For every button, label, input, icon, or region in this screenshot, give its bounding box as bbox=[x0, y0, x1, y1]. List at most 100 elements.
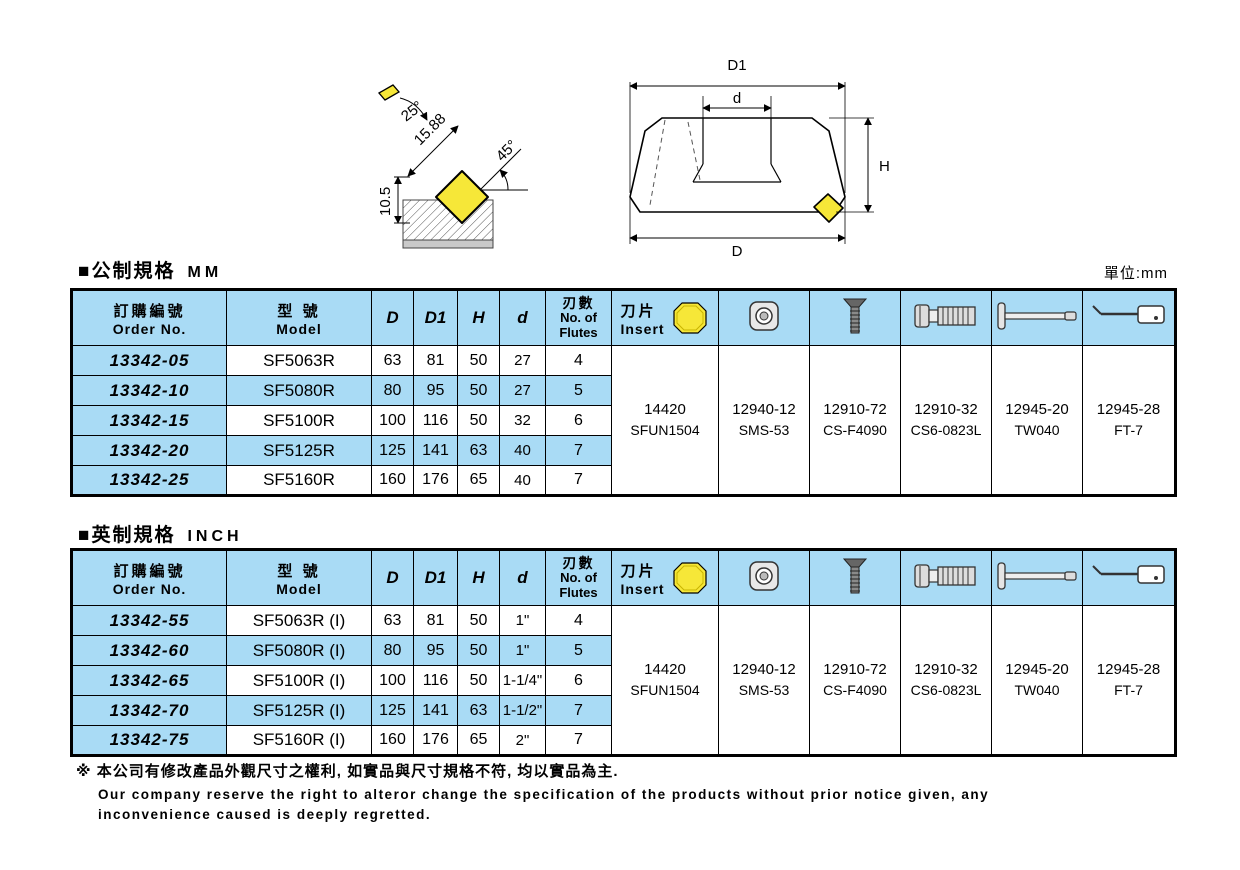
order-no-cell: 13342-75 bbox=[71, 725, 227, 756]
header-h: H bbox=[457, 289, 500, 346]
ds-cell: 27 bbox=[499, 375, 546, 406]
order-no-cell: 13342-05 bbox=[71, 345, 227, 376]
ds-cell: 1-1/4" bbox=[499, 665, 546, 696]
header-model-en: Model bbox=[276, 320, 322, 337]
insert-name: SFUN1504 bbox=[630, 421, 700, 438]
ds-cell: 2" bbox=[499, 725, 546, 756]
header-order-en: Order No. bbox=[112, 580, 187, 597]
header-driver-col bbox=[1082, 549, 1176, 606]
header-flutes: 刃數 No. of Flutes bbox=[545, 289, 612, 346]
d1-cell: 176 bbox=[413, 465, 458, 496]
flutes-cell: 4 bbox=[545, 605, 612, 636]
flutes-cell: 7 bbox=[545, 725, 612, 756]
insert-on-cutter bbox=[813, 193, 844, 223]
order-no-cell: 13342-60 bbox=[71, 635, 227, 666]
header-order-no: 訂購編號 Order No. bbox=[71, 289, 227, 346]
d-cell: 160 bbox=[371, 725, 414, 756]
flutes-cell: 5 bbox=[545, 375, 612, 406]
d1-cell: 95 bbox=[413, 635, 458, 666]
section-title-inch-zh: ■英制規格 bbox=[78, 525, 176, 546]
wrench-part-cell: 12945-20 TW040 bbox=[991, 605, 1083, 756]
wrench-code: 12945-20 bbox=[1005, 661, 1069, 679]
clamp-screw-code: 12910-32 bbox=[914, 661, 978, 679]
dim-h-label: H bbox=[879, 158, 890, 175]
insert-code: 14420 bbox=[644, 401, 686, 419]
flutes-cell: 7 bbox=[545, 695, 612, 726]
dim-d-big-label: D bbox=[732, 243, 743, 260]
screw-icon bbox=[842, 298, 868, 333]
header-model-zh: 型 號 bbox=[277, 302, 321, 320]
screw-part-cell: 12910-72 CS-F4090 bbox=[809, 345, 901, 496]
d1-cell: 116 bbox=[413, 665, 458, 696]
wrench-code: 12945-20 bbox=[1005, 401, 1069, 419]
ds-cell: 1" bbox=[499, 605, 546, 636]
h-cell: 65 bbox=[457, 465, 500, 496]
header-order-zh: 訂購編號 bbox=[113, 302, 186, 320]
section-title-inch-en: INCH bbox=[187, 528, 243, 545]
header-d: D bbox=[371, 549, 414, 606]
order-no-cell: 13342-20 bbox=[71, 435, 227, 466]
insert-icon bbox=[672, 562, 707, 594]
screw-part-cell: 12910-72 CS-F4090 bbox=[809, 605, 901, 756]
header-order-zh: 訂購編號 bbox=[113, 562, 186, 580]
dim-d1-label: D1 bbox=[727, 57, 746, 74]
order-no-cell: 13342-10 bbox=[71, 375, 227, 406]
disclaimer-en-1: Our company reserve the right to alteror… bbox=[98, 787, 990, 802]
driver-name: FT-7 bbox=[1114, 681, 1143, 698]
screw-code: 12910-72 bbox=[823, 661, 887, 679]
insert-tilted-view bbox=[377, 84, 401, 101]
header-flutes-en2: Flutes bbox=[559, 325, 598, 341]
header-insert-en: Insert bbox=[620, 320, 665, 337]
inch-table: 訂購編號 Order No. 型 號 Model D D1 H d 刃數 No.… bbox=[70, 548, 1177, 757]
header-wrench-col bbox=[991, 549, 1083, 606]
header-wrench-col bbox=[991, 289, 1083, 346]
header-flutes-zh: 刃數 bbox=[562, 295, 595, 312]
order-no-cell: 13342-55 bbox=[71, 605, 227, 636]
driver-icon bbox=[1091, 564, 1165, 584]
h-cell: 50 bbox=[457, 665, 500, 696]
shim-icon bbox=[749, 560, 779, 591]
table-row: 13342-65 SF5100R (I) 100 116 50 1-1/4" 6 bbox=[71, 665, 1176, 696]
d1-cell: 81 bbox=[413, 605, 458, 636]
table-row: 13342-05 SF5063R 63 81 50 27 4 14420 SFU… bbox=[71, 345, 1176, 496]
driver-icon bbox=[1091, 304, 1165, 324]
table-row: 13342-70 SF5125R (I) 125 141 63 1-1/2" 7 bbox=[71, 695, 1176, 726]
disclaimer-zh: ※ 本公司有修改產品外觀尺寸之權利, 如實品與尺寸規格不符, 均以實品為主. bbox=[76, 763, 619, 780]
header-d1: D1 bbox=[413, 549, 458, 606]
metric-table: 訂購編號 Order No. 型 號 Model D D1 H d 刃數 No.… bbox=[70, 288, 1177, 497]
model-cell: SF5063R bbox=[226, 345, 372, 376]
shim-code: 12940-12 bbox=[732, 401, 796, 419]
insert-part-cell: 14420 SFUN1504 bbox=[611, 345, 719, 496]
header-d-small: d bbox=[499, 289, 546, 346]
shim-name: SMS-53 bbox=[738, 421, 790, 438]
section-title-metric-en: MM bbox=[187, 264, 223, 281]
h-cell: 65 bbox=[457, 725, 500, 756]
shim-icon bbox=[749, 300, 779, 331]
model-cell: SF5080R (I) bbox=[226, 635, 372, 666]
d-cell: 100 bbox=[371, 665, 414, 696]
driver-code: 12945-28 bbox=[1096, 401, 1161, 419]
ds-cell: 40 bbox=[499, 465, 546, 496]
ds-cell: 40 bbox=[499, 435, 546, 466]
shim-code: 12940-12 bbox=[732, 661, 796, 679]
d-cell: 125 bbox=[371, 435, 414, 466]
table-row: 13342-20 SF5125R 125 141 63 40 7 bbox=[71, 435, 1176, 466]
header-d1: D1 bbox=[413, 289, 458, 346]
model-cell: SF5125R (I) bbox=[226, 695, 372, 726]
header-driver-col bbox=[1082, 289, 1176, 346]
flutes-cell: 7 bbox=[545, 465, 612, 496]
dim-10-5-label: 10.5 bbox=[377, 187, 394, 216]
header-flutes-zh: 刃數 bbox=[562, 555, 595, 572]
technical-drawings: 25° 15.88 45° 10.5 D1 bbox=[377, 57, 890, 260]
table-row: 13342-15 SF5100R 100 116 50 32 6 bbox=[71, 405, 1176, 436]
order-no-cell: 13342-70 bbox=[71, 695, 227, 726]
shim-name: SMS-53 bbox=[738, 681, 790, 698]
screw-code: 12910-72 bbox=[823, 401, 887, 419]
unit-label: 單位:mm bbox=[1103, 265, 1168, 282]
header-screw-col bbox=[809, 549, 901, 606]
header-flutes-en1: No. of bbox=[560, 310, 597, 326]
insert-angle-drawing: 25° 15.88 45° 10.5 bbox=[377, 84, 528, 249]
clamp-screw-name: CS6-0823L bbox=[910, 421, 982, 438]
header-clamp-screw-col bbox=[900, 289, 992, 346]
d1-cell: 81 bbox=[413, 345, 458, 376]
